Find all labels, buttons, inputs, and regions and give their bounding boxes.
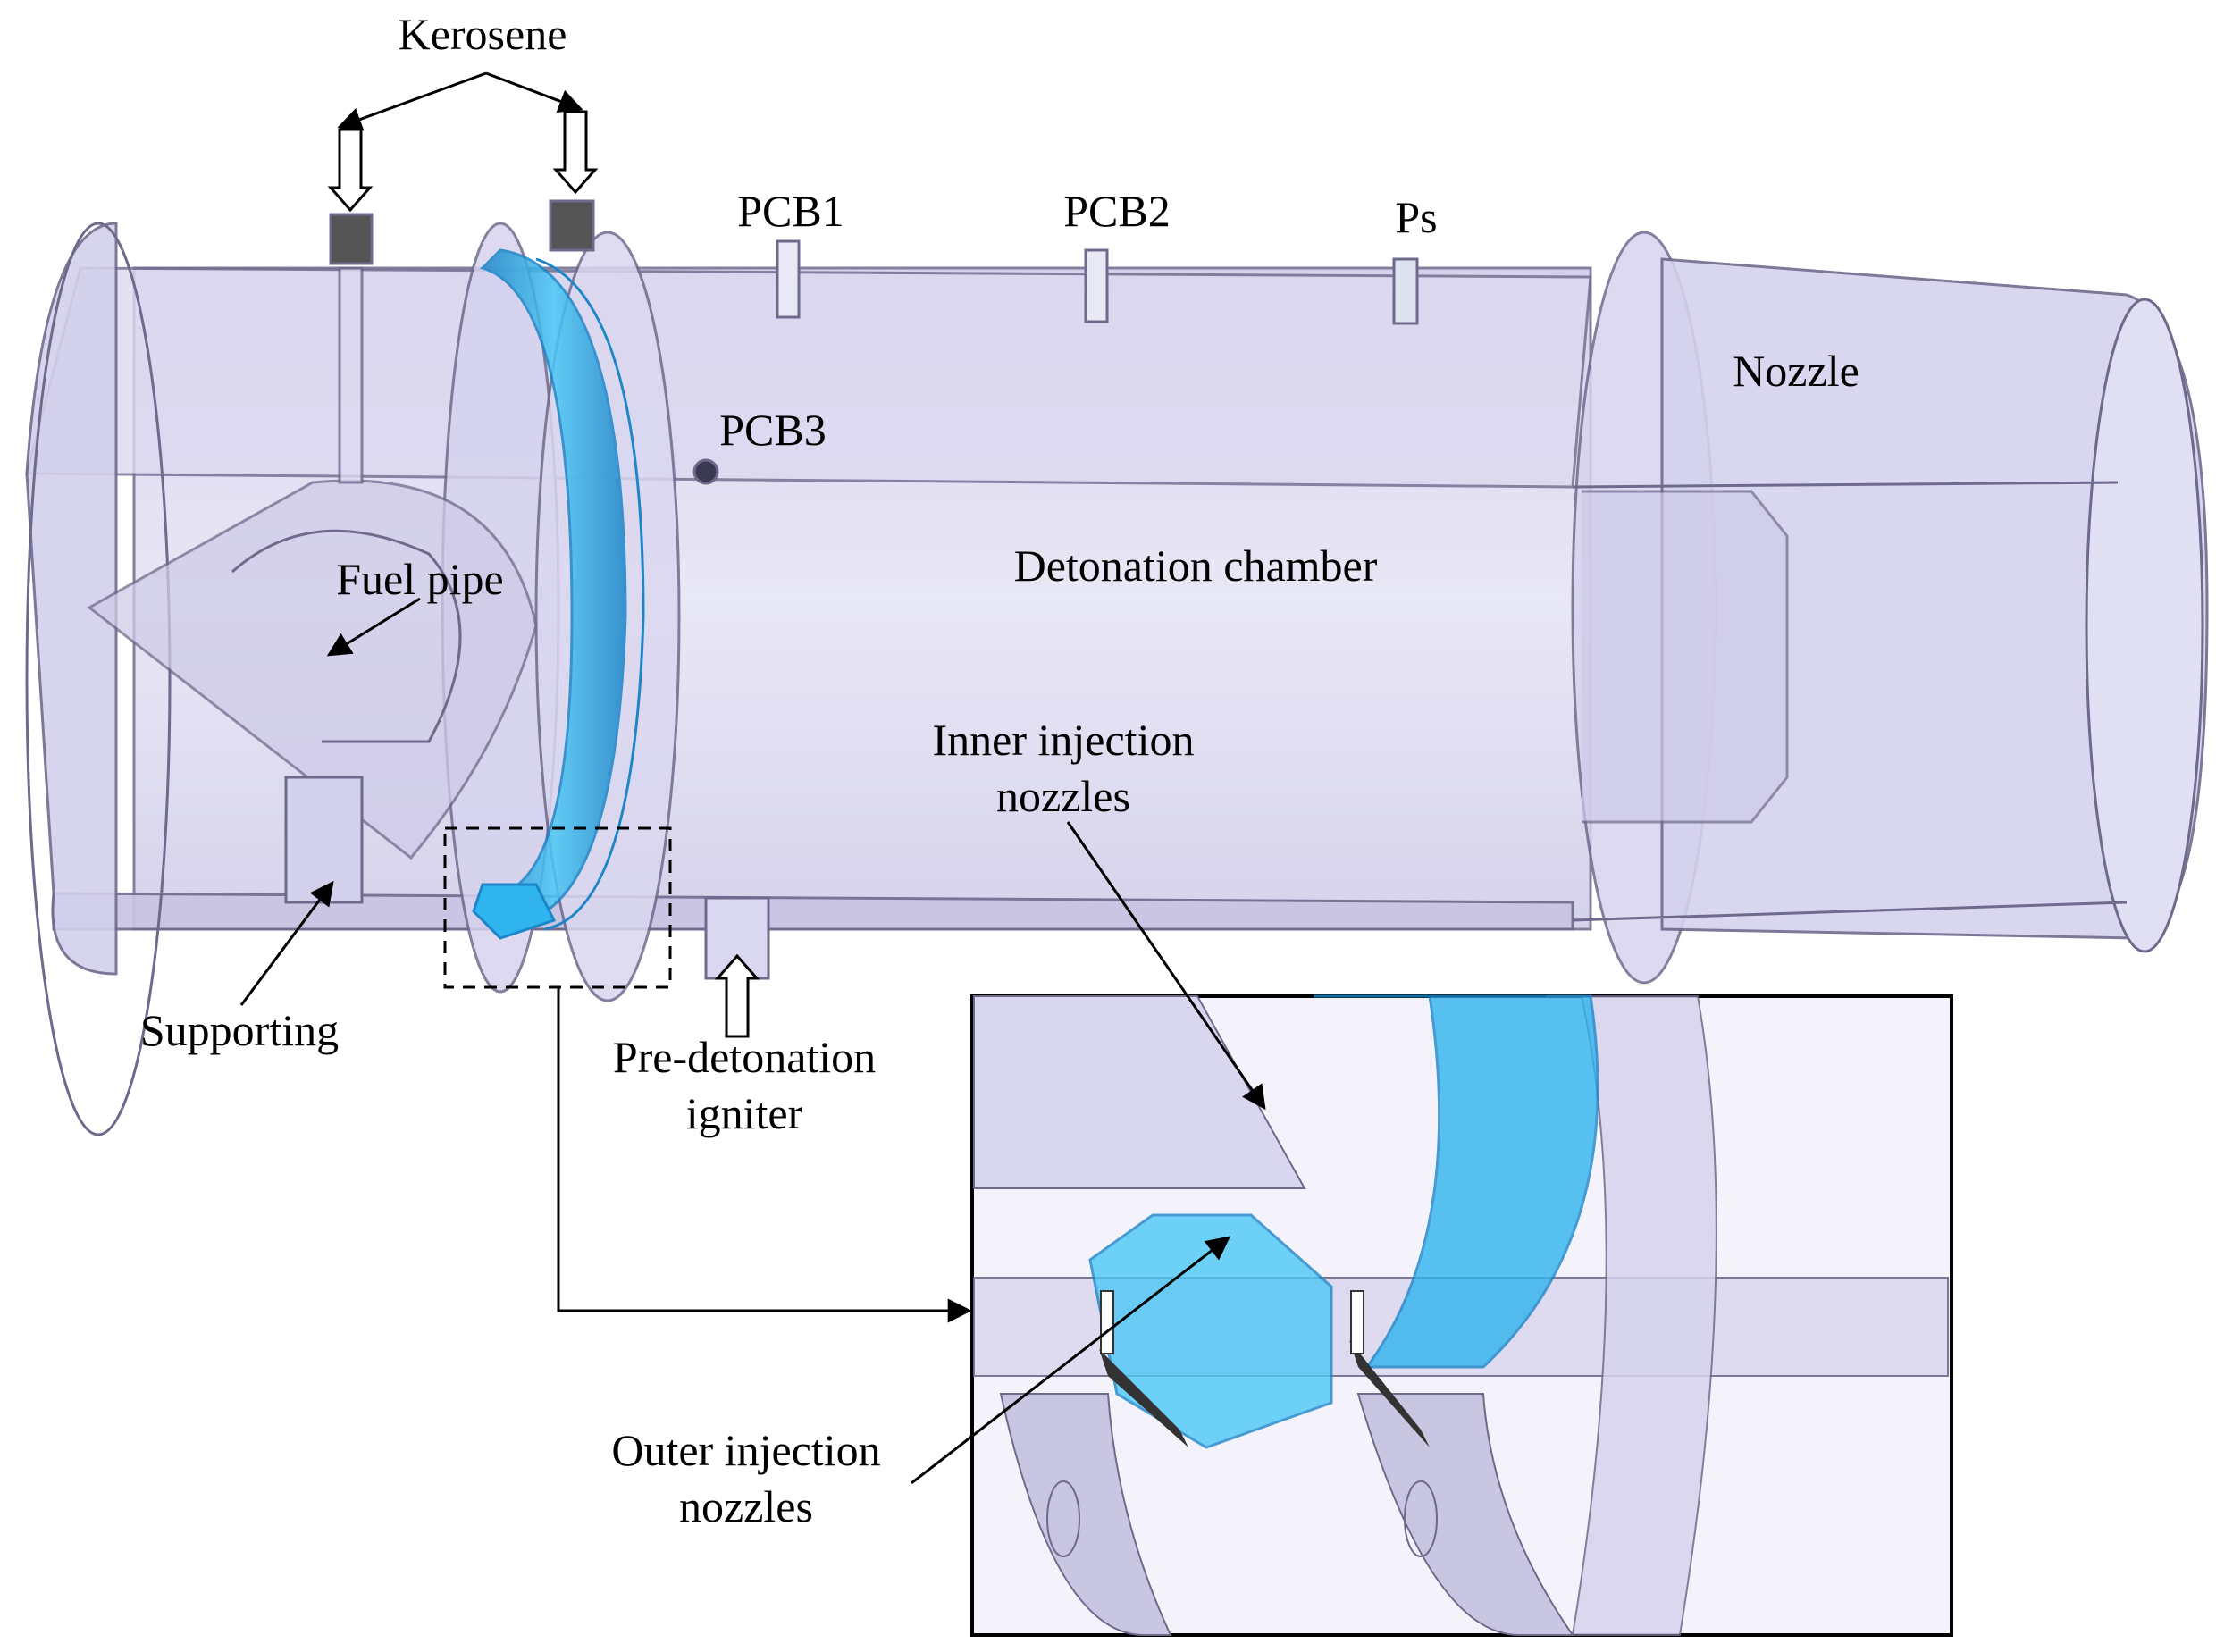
fuel-pipe-arrow	[326, 597, 421, 657]
left-flange	[25, 222, 118, 976]
label-outer-injection-1: Outer injection	[611, 1425, 880, 1475]
label-inner-injection-1: Inner injection	[933, 715, 1195, 765]
label-nozzle: Nozzle	[1733, 346, 1859, 396]
kerosene-arrow-2	[552, 110, 599, 195]
support-strut	[284, 776, 364, 904]
sensor-ps	[1392, 257, 1419, 325]
kerosene-bracket-arrow	[337, 71, 487, 131]
label-ps: Ps	[1395, 192, 1437, 242]
inner-injection-arrow	[1066, 821, 1266, 1111]
sensor-pcb1	[776, 239, 801, 319]
zoom-connector-arrow	[557, 987, 972, 1323]
label-pcb3: PCB3	[719, 405, 827, 455]
kerosene-arrow-1	[327, 128, 374, 213]
labels: Kerosene PCB1 PCB2 Ps PCB3 Nozzle Fuel p…	[140, 9, 1859, 1531]
label-kerosene: Kerosene	[399, 9, 567, 59]
label-detonation-chamber: Detonation chamber	[1014, 541, 1378, 591]
label-pcb2: PCB2	[1063, 186, 1171, 236]
label-pre-detonation-1: Pre-detonation	[613, 1032, 876, 1082]
outer-injection-arrow	[911, 1236, 1231, 1485]
center-cone	[87, 479, 538, 860]
igniter-arrow	[714, 953, 760, 1038]
sensor-pcb2	[1084, 248, 1109, 323]
label-fuel-pipe: Fuel pipe	[336, 554, 503, 604]
inset-detail	[970, 994, 1953, 1637]
annotation-arrows	[239, 71, 1266, 1485]
label-pcb1: PCB1	[737, 186, 844, 236]
label-inner-injection-2: nozzles	[996, 771, 1130, 821]
kerosene-port-1	[329, 213, 374, 265]
sensor-pcb3	[692, 458, 719, 485]
combustor-body	[25, 199, 2209, 1136]
label-outer-injection-2: nozzles	[679, 1481, 813, 1531]
kerosene-port-2	[549, 199, 595, 252]
label-pre-detonation-2: igniter	[686, 1088, 803, 1138]
supporting-arrow	[239, 880, 334, 1006]
injector-ring	[472, 248, 645, 940]
label-supporting: Supporting	[140, 1005, 339, 1055]
